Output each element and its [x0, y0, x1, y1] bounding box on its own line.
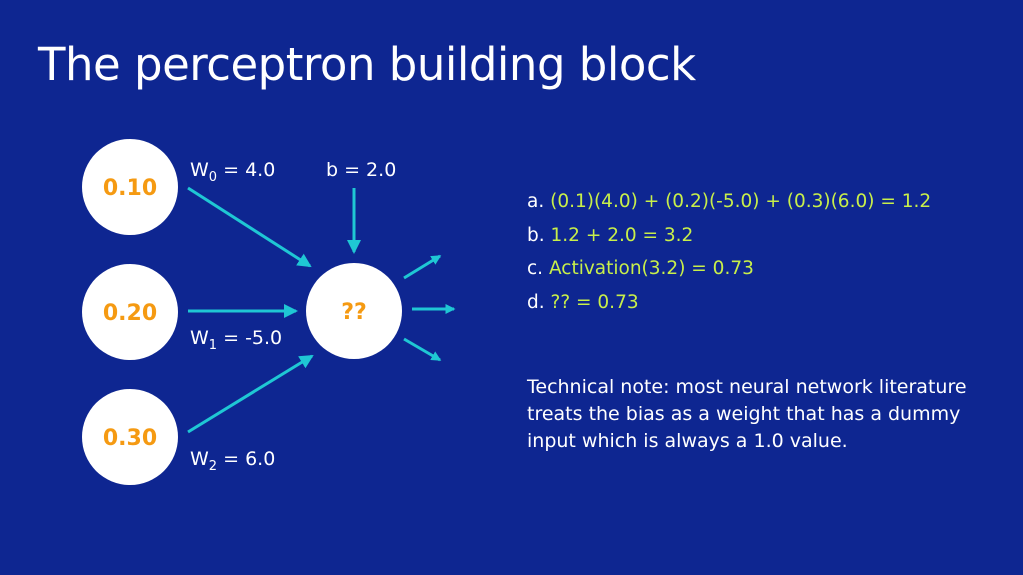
bias-label: b = 2.0	[326, 159, 396, 181]
step-b-prefix: b.	[527, 224, 551, 246]
weight-label-2: W2 = 6.0	[190, 448, 275, 474]
weight-2-value: = 6.0	[217, 448, 275, 470]
input-node-1-circle	[82, 139, 178, 235]
step-a: a. (0.1)(4.0) + (0.2)(-5.0) + (0.3)(6.0)…	[527, 185, 931, 219]
step-d-expression: ?? = 0.73	[550, 291, 639, 313]
step-d: d. ?? = 0.73	[527, 286, 931, 320]
technical-note: Technical note: most neural network lite…	[527, 376, 967, 452]
neuron-node-value: ??	[341, 300, 367, 325]
calculation-steps: a. (0.1)(4.0) + (0.2)(-5.0) + (0.3)(6.0)…	[527, 185, 931, 319]
input-node-2-circle	[82, 264, 178, 360]
output-arrow-down	[403, 337, 442, 362]
input-node-2: 0.20	[82, 264, 178, 360]
neuron-node: ??	[306, 263, 402, 359]
input-node-1-value: 0.10	[103, 176, 157, 201]
input-node-2-value: 0.20	[103, 301, 157, 326]
weight-1-value: = -5.0	[217, 327, 282, 349]
step-c-prefix: c.	[527, 258, 549, 279]
slide-title: The perceptron building block	[38, 38, 696, 91]
step-d-prefix: d.	[527, 291, 551, 313]
weight-2-symbol: W	[190, 448, 209, 470]
weight-arrow-1	[187, 186, 312, 268]
weight-2-subscript: 2	[209, 459, 217, 474]
weight-0-subscript: 0	[209, 170, 217, 185]
input-node-3-value: 0.30	[103, 426, 157, 451]
weight-label-1: W1 = -5.0	[190, 327, 282, 353]
weight-1-subscript: 1	[209, 338, 217, 353]
weight-0-value: = 4.0	[217, 159, 275, 181]
input-node-3-circle	[82, 389, 178, 485]
output-arrow-up	[403, 254, 442, 280]
weight-arrow-3	[187, 354, 314, 434]
step-c: c. Activation(3.2) = 0.73	[527, 252, 931, 286]
input-node-3: 0.30	[82, 389, 178, 485]
step-b-expression: 1.2 + 2.0 = 3.2	[550, 224, 694, 246]
step-c-expression: Activation(3.2) = 0.73	[548, 258, 754, 279]
weight-0-symbol: W	[190, 159, 209, 181]
weight-1-symbol: W	[190, 327, 209, 349]
neuron-node-circle	[306, 263, 402, 359]
step-a-expression: (0.1)(4.0) + (0.2)(-5.0) + (0.3)(6.0) = …	[550, 191, 932, 212]
step-b: b. 1.2 + 2.0 = 3.2	[527, 219, 931, 253]
input-node-1: 0.10	[82, 139, 178, 235]
weight-label-0: W0 = 4.0	[190, 159, 275, 185]
step-a-prefix: a.	[527, 191, 551, 212]
